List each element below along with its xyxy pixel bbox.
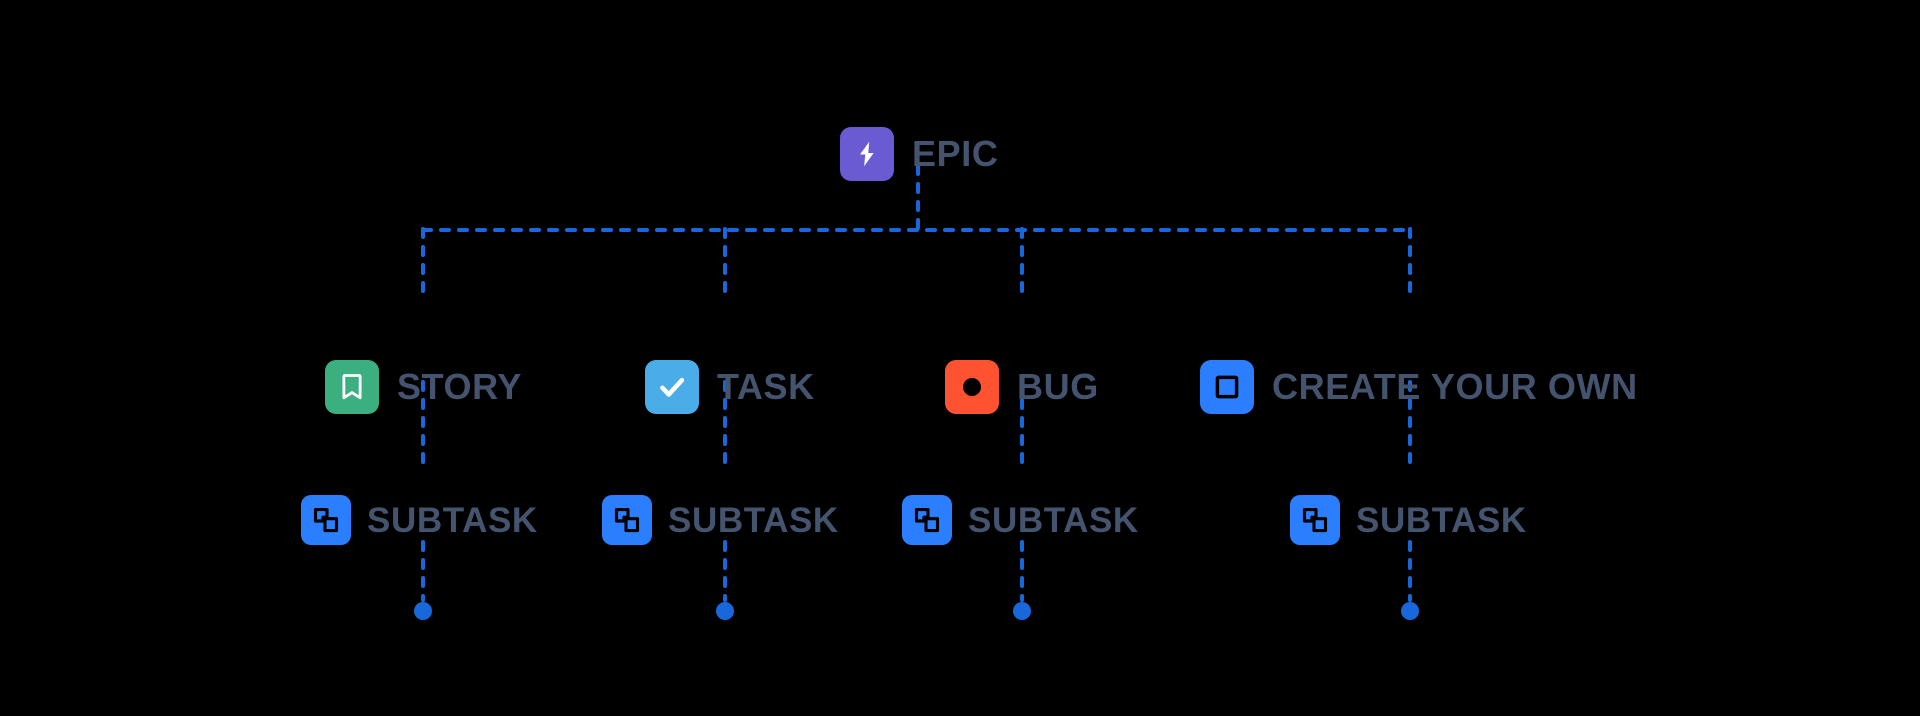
node-create-your-own[interactable]: CREATE YOUR OWN bbox=[1200, 360, 1638, 414]
node-epic-label: EPIC bbox=[912, 133, 999, 174]
terminal-dot-1 bbox=[414, 602, 432, 620]
node-task[interactable]: TASK bbox=[645, 360, 815, 414]
create-square-icon bbox=[1200, 360, 1254, 414]
node-create-your-own-label: CREATE YOUR OWN bbox=[1272, 366, 1638, 407]
node-epic[interactable]: EPIC bbox=[840, 127, 998, 181]
node-bug[interactable]: BUG bbox=[945, 360, 1099, 414]
bug-circle-icon bbox=[945, 360, 999, 414]
subtask-squares-icon bbox=[602, 495, 652, 545]
node-bug-label: BUG bbox=[1017, 366, 1099, 407]
node-subtask-1[interactable]: SUBTASK bbox=[301, 495, 538, 545]
node-subtask-4-label: SUBTASK bbox=[1356, 500, 1527, 540]
story-bookmark-icon bbox=[325, 360, 379, 414]
subtask-squares-icon bbox=[902, 495, 952, 545]
subtask-squares-icon bbox=[1290, 495, 1340, 545]
node-subtask-2[interactable]: SUBTASK bbox=[602, 495, 839, 545]
terminal-dot-2 bbox=[716, 602, 734, 620]
node-subtask-4[interactable]: SUBTASK bbox=[1290, 495, 1527, 545]
node-story[interactable]: STORY bbox=[325, 360, 522, 414]
node-subtask-3-label: SUBTASK bbox=[968, 500, 1139, 540]
node-story-label: STORY bbox=[397, 366, 523, 407]
terminal-dot-3 bbox=[1013, 602, 1031, 620]
node-subtask-1-label: SUBTASK bbox=[367, 500, 538, 540]
epic-lightning-icon bbox=[840, 127, 894, 181]
node-task-label: TASK bbox=[717, 366, 815, 407]
node-subtask-2-label: SUBTASK bbox=[668, 500, 839, 540]
subtask-squares-icon bbox=[301, 495, 351, 545]
terminal-dot-4 bbox=[1401, 602, 1419, 620]
node-subtask-3[interactable]: SUBTASK bbox=[902, 495, 1139, 545]
task-check-icon bbox=[645, 360, 699, 414]
